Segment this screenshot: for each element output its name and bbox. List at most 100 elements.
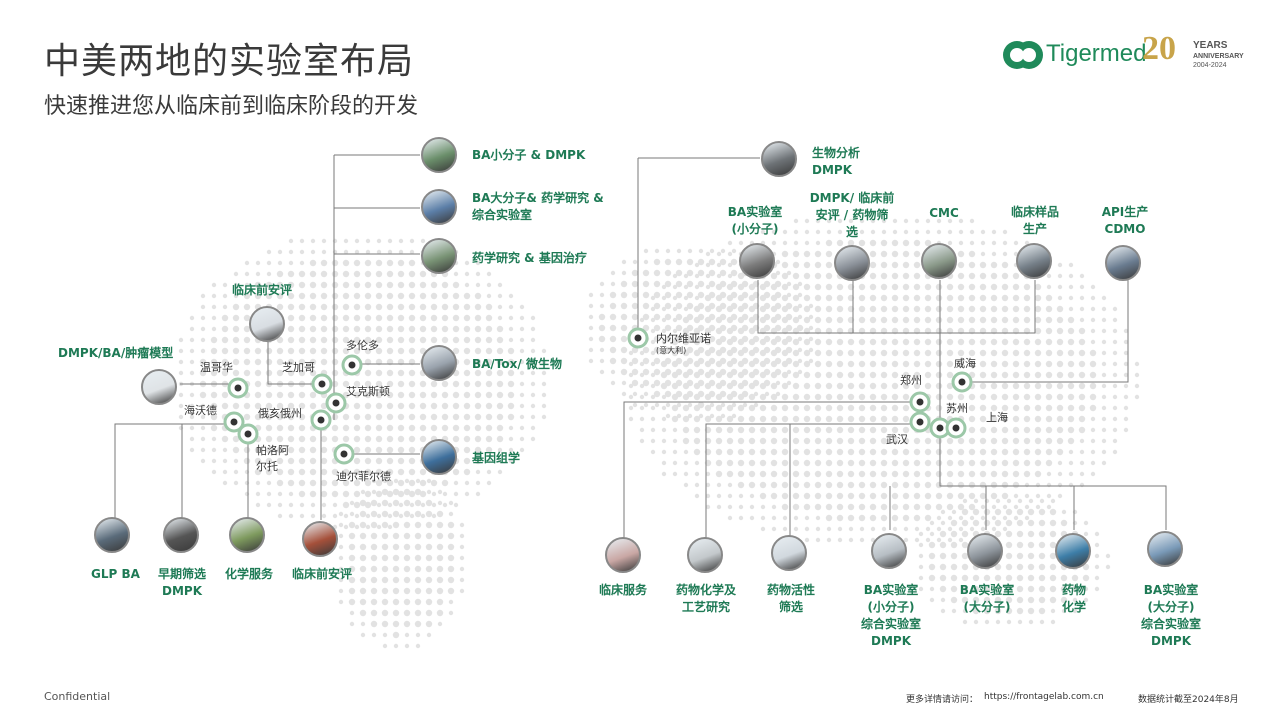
map-dot bbox=[370, 510, 378, 518]
map-dot bbox=[979, 349, 987, 357]
map-dot bbox=[961, 596, 969, 604]
website-link[interactable]: https://frontagelab.com.cn bbox=[984, 692, 1104, 702]
map-dot bbox=[1016, 541, 1024, 549]
map-dot bbox=[870, 229, 876, 235]
map-dot bbox=[628, 394, 634, 400]
map-dot bbox=[353, 314, 361, 322]
map-dot bbox=[486, 293, 492, 299]
map-dot bbox=[287, 325, 295, 333]
label-ba-small-cn: BA实验室 (小分子) bbox=[727, 205, 783, 236]
map-dot bbox=[804, 526, 810, 532]
map-dot bbox=[463, 292, 471, 300]
map-dot bbox=[661, 339, 667, 345]
map-dot bbox=[452, 325, 460, 333]
map-dot bbox=[392, 576, 400, 584]
map-dot bbox=[880, 492, 888, 500]
map-dot bbox=[891, 393, 899, 401]
map-dot bbox=[994, 563, 1002, 571]
map-dot bbox=[211, 458, 217, 464]
city-nerviano: 内尔维亚诺 bbox=[656, 332, 711, 345]
map-dot bbox=[979, 294, 987, 302]
map-dot bbox=[1105, 564, 1111, 570]
map-dot bbox=[858, 371, 866, 379]
map-dot bbox=[720, 248, 726, 254]
map-dot bbox=[1134, 361, 1140, 367]
map-dot bbox=[485, 380, 493, 388]
map-dot bbox=[979, 459, 987, 467]
map-dot bbox=[414, 565, 422, 573]
map-dot bbox=[797, 292, 803, 298]
map-dot bbox=[726, 371, 734, 379]
map-dot bbox=[980, 229, 986, 235]
map-dot bbox=[924, 492, 932, 500]
map-dot bbox=[632, 391, 638, 397]
map-dot bbox=[353, 281, 361, 289]
map-dot bbox=[676, 402, 682, 408]
map-dot bbox=[946, 294, 954, 302]
map-dot bbox=[815, 515, 821, 521]
map-dot bbox=[664, 258, 672, 266]
map-dot bbox=[969, 515, 975, 521]
map-dot bbox=[397, 490, 405, 498]
map-dot bbox=[189, 403, 195, 409]
map-dot bbox=[425, 510, 433, 518]
map-dot bbox=[1012, 459, 1020, 467]
map-dot bbox=[654, 402, 660, 408]
map-dot bbox=[365, 238, 371, 244]
map-dot bbox=[631, 379, 639, 387]
map-dot bbox=[1001, 261, 1009, 269]
map-dot bbox=[1068, 273, 1074, 279]
map-dot bbox=[370, 543, 378, 551]
map-dot bbox=[431, 502, 437, 508]
map-dot bbox=[979, 261, 987, 269]
map-dot bbox=[331, 325, 339, 333]
map-dot bbox=[496, 380, 504, 388]
map-dot bbox=[232, 402, 240, 410]
map-dot bbox=[331, 303, 339, 311]
map-dot bbox=[947, 537, 953, 543]
map-dot bbox=[825, 437, 833, 445]
map-dot bbox=[793, 526, 799, 532]
map-dot bbox=[320, 468, 328, 476]
map-dot bbox=[1057, 482, 1063, 488]
map-dot bbox=[1001, 404, 1009, 412]
map-dot bbox=[221, 358, 229, 366]
label-ba-large-us: BA大分子& 药学研究 & 综合实验室 bbox=[472, 191, 604, 222]
map-dot bbox=[1090, 438, 1096, 444]
map-dot bbox=[409, 513, 415, 519]
map-dot bbox=[519, 370, 525, 376]
map-dot bbox=[210, 358, 218, 366]
map-dot bbox=[1012, 316, 1020, 324]
map-dot bbox=[650, 405, 656, 411]
map-dot bbox=[200, 403, 206, 409]
map-dot bbox=[891, 316, 899, 324]
map-dot bbox=[1034, 470, 1042, 478]
map-dot bbox=[968, 481, 976, 489]
map-dot bbox=[781, 459, 789, 467]
map-dot bbox=[972, 574, 980, 582]
map-dot bbox=[814, 294, 822, 302]
map-dot bbox=[940, 597, 946, 603]
map-dot bbox=[704, 415, 712, 423]
map-dot bbox=[786, 380, 792, 386]
map-dot bbox=[814, 448, 822, 456]
map-dot bbox=[1001, 393, 1009, 401]
map-dot bbox=[682, 338, 690, 346]
map-dot bbox=[682, 437, 690, 445]
map-dot bbox=[825, 239, 833, 247]
map-dot bbox=[825, 283, 833, 291]
map-dot bbox=[957, 294, 965, 302]
map-dot bbox=[354, 513, 360, 519]
map-dot bbox=[990, 338, 998, 346]
lab-photo bbox=[421, 345, 457, 381]
map-dot bbox=[519, 304, 525, 310]
map-dot bbox=[541, 392, 547, 398]
map-dot bbox=[1101, 361, 1107, 367]
map-dot bbox=[221, 347, 229, 355]
map-dot bbox=[397, 270, 405, 278]
map-dot bbox=[353, 490, 361, 498]
map-dot bbox=[1023, 459, 1031, 467]
map-dot bbox=[759, 426, 767, 434]
map-dot bbox=[1089, 382, 1097, 390]
map-dot bbox=[610, 281, 616, 287]
